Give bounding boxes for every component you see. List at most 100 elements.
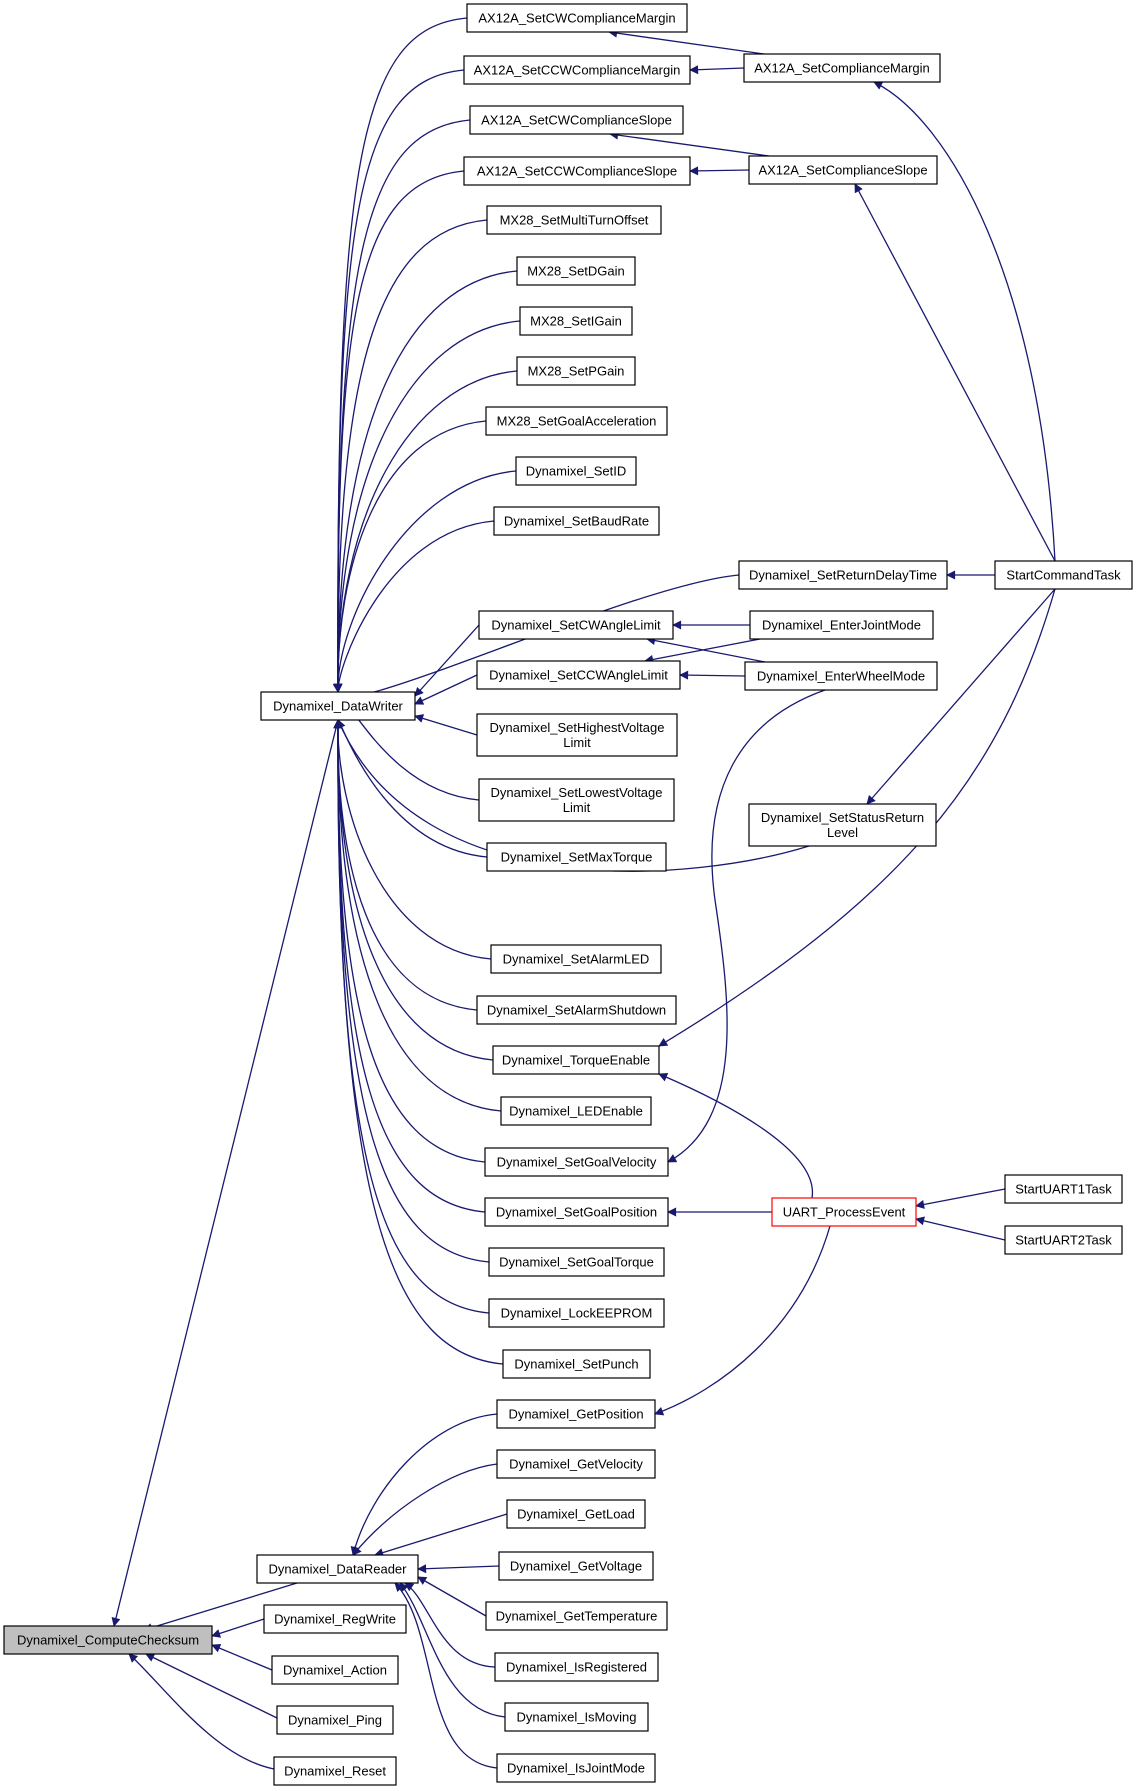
edge-cwangle-to-writer [414,624,480,697]
node-label: AX12A_SetCCWComplianceSlope [477,164,677,179]
edge-ccwslope-to-writer [333,170,465,693]
node-leden[interactable]: Dynamixel_LEDEnable [500,1096,652,1126]
node-lockee[interactable]: Dynamixel_LockEEPROM [488,1298,665,1328]
edge-leden-to-writer [333,719,502,1112]
node-uartproc[interactable]: UART_ProcessEvent [771,1197,917,1227]
node-alarmled[interactable]: Dynamixel_SetAlarmLED [490,944,662,974]
node-ping[interactable]: Dynamixel_Ping [276,1705,394,1735]
edge-startcmd-to-compmargin [873,81,1056,562]
node-label: AX12A_SetCWComplianceMargin [478,11,675,26]
node-multiturn[interactable]: MX28_SetMultiTurnOffset [486,205,662,235]
node-label: StartUART2Task [1015,1233,1112,1248]
node-goalacc[interactable]: MX28_SetGoalAcceleration [485,406,668,436]
node-getvolt[interactable]: Dynamixel_GetVoltage [498,1551,654,1581]
edge-reset-to-compute [128,1653,275,1770]
node-pgain[interactable]: MX28_SetPGain [516,356,636,386]
node-getpos[interactable]: Dynamixel_GetPosition [496,1399,656,1429]
edge-getload-to-reader [374,1513,508,1557]
node-ismoving[interactable]: Dynamixel_IsMoving [504,1702,649,1732]
node-isjoint[interactable]: Dynamixel_IsJointMode [496,1753,656,1783]
node-label: Dynamixel_TorqueEnable [502,1053,650,1068]
node-goaltorque[interactable]: Dynamixel_SetGoalTorque [488,1247,665,1277]
node-box [485,1601,668,1631]
node-isreg[interactable]: Dynamixel_IsRegistered [494,1652,659,1682]
node-dgain[interactable]: MX28_SetDGain [516,256,636,286]
node-reader[interactable]: Dynamixel_DataReader [256,1554,419,1584]
node-getvel[interactable]: Dynamixel_GetVelocity [496,1449,656,1479]
node-jointmode[interactable]: Dynamixel_EnterJointMode [749,610,934,640]
node-box [1004,1225,1123,1255]
node-box [486,842,667,872]
node-writer[interactable]: Dynamixel_DataWriter [260,691,416,721]
node-box [494,1652,659,1682]
node-retdelay[interactable]: Dynamixel_SetReturnDelayTime [738,560,948,590]
node-label: Dynamixel_SetAlarmLED [503,952,650,967]
node-box [463,156,691,186]
node-cwangle[interactable]: Dynamixel_SetCWAngleLimit [478,610,674,640]
node-startcmd[interactable]: StartCommandTask [994,560,1133,590]
node-ccwangle[interactable]: Dynamixel_SetCCWAngleLimit [476,660,681,690]
node-label: Dynamixel_EnterWheelMode [757,669,925,684]
node-box [3,1625,213,1655]
edge-maxtorque-to-writer [332,711,488,858]
node-label: AX12A_SetCWComplianceSlope [481,113,672,128]
node-layer: Dynamixel_ComputeChecksum Dynamixel_DataW… [3,3,1133,1786]
node-goalpos[interactable]: Dynamixel_SetGoalPosition [484,1197,669,1227]
node-regwrite[interactable]: Dynamixel_RegWrite [263,1604,407,1634]
node-compmargin[interactable]: AX12A_SetComplianceMargin [743,53,941,83]
edge-uartproc-to-getpos [654,1225,831,1416]
node-label: Dynamixel_DataWriter [273,699,403,714]
node-torqueen[interactable]: Dynamixel_TorqueEnable [492,1045,660,1075]
node-box [496,1753,656,1783]
node-box [496,1399,656,1429]
node-box [506,1499,646,1529]
node-startu1[interactable]: StartUART1Task [1004,1174,1123,1204]
node-box [478,778,675,822]
node-box [744,661,938,691]
node-baud[interactable]: Dynamixel_SetBaudRate [493,506,660,536]
node-box [496,1449,656,1479]
node-compute[interactable]: Dynamixel_ComputeChecksum [3,1625,213,1655]
node-label: Dynamixel_GetVelocity [509,1457,643,1472]
node-label: MX28_SetMultiTurnOffset [500,213,649,228]
node-compslope[interactable]: AX12A_SetComplianceSlope [748,155,938,185]
node-igain[interactable]: MX28_SetIGain [519,306,633,336]
node-label: MX28_SetDGain [527,264,625,279]
node-punch[interactable]: Dynamixel_SetPunch [502,1349,651,1379]
node-label: Dynamixel_SetMaxTorque [501,850,653,865]
node-setid[interactable]: Dynamixel_SetID [515,456,637,486]
node-label: Dynamixel_SetGoalTorque [499,1255,654,1270]
edge-alarmshut-to-writer [333,719,478,1011]
node-cwslope[interactable]: AX12A_SetCWComplianceSlope [469,105,684,135]
node-maxtorque[interactable]: Dynamixel_SetMaxTorque [486,842,667,872]
node-action[interactable]: Dynamixel_Action [271,1655,399,1685]
edge-getvel-to-reader [352,1463,498,1556]
node-startu2[interactable]: StartUART2Task [1004,1225,1123,1255]
node-box [515,456,637,486]
node-box [502,1349,651,1379]
node-ccwmargin[interactable]: AX12A_SetCCWComplianceMargin [463,55,691,85]
node-gettemp[interactable]: Dynamixel_GetTemperature [485,1601,668,1631]
node-box [273,1756,397,1786]
node-wheelmode[interactable]: Dynamixel_EnterWheelMode [744,661,938,691]
node-alarmshut[interactable]: Dynamixel_SetAlarmShutdown [476,995,677,1025]
edge-wheelmode-to-goalvel [667,689,826,1163]
edge-punch-to-writer [333,719,504,1365]
edge-igain-to-writer [333,320,521,693]
node-ccwslope[interactable]: AX12A_SetCCWComplianceSlope [463,156,691,186]
node-label: Dynamixel_IsMoving [517,1710,637,1725]
node-reset[interactable]: Dynamixel_Reset [273,1756,397,1786]
node-goalvel[interactable]: Dynamixel_SetGoalVelocity [484,1147,669,1177]
node-box [256,1554,419,1584]
node-box [276,1705,394,1735]
node-cwmargin[interactable]: AX12A_SetCWComplianceMargin [466,3,688,33]
edge-compslope-to-ccwslope [689,166,750,176]
node-box [485,406,668,436]
node-getload[interactable]: Dynamixel_GetLoad [506,1499,646,1529]
node-label: AX12A_SetComplianceMargin [754,61,930,76]
